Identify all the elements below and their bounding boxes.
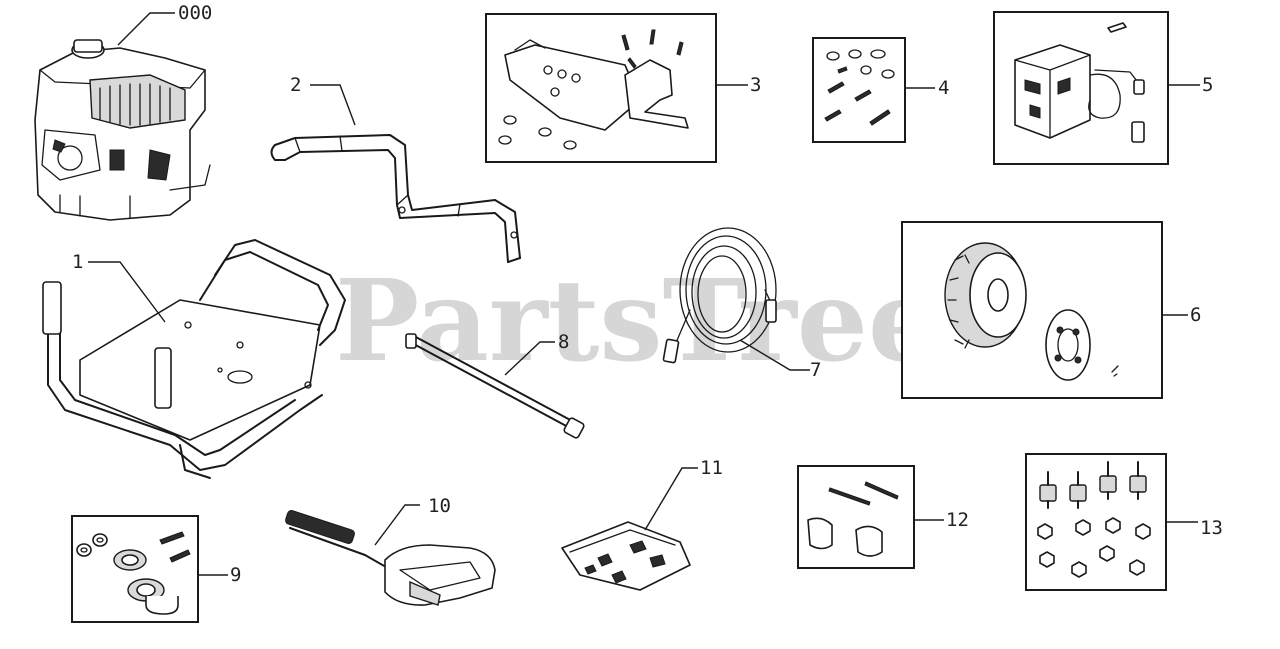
watermark-text: PartsTree xyxy=(335,256,939,387)
callout-spray-gun[interactable]: 10 xyxy=(428,495,451,517)
callout-pump[interactable]: 5 xyxy=(1202,74,1213,96)
part-bracket-kit[interactable] xyxy=(485,13,748,163)
part-frame[interactable] xyxy=(42,239,346,479)
callout-handle[interactable]: 2 xyxy=(290,74,301,96)
part-hardware-kit[interactable] xyxy=(812,37,935,143)
part-mount-kit[interactable] xyxy=(1025,453,1198,591)
part-engine[interactable] xyxy=(34,12,211,221)
mount-row xyxy=(1039,461,1147,509)
part-bearing-kit[interactable] xyxy=(71,515,228,623)
callout-mount-kit[interactable]: 13 xyxy=(1200,517,1223,539)
callout-bolt-kit[interactable]: 12 xyxy=(946,509,969,531)
callout-engine[interactable]: 000 xyxy=(178,2,212,24)
part-wand[interactable] xyxy=(405,333,585,439)
part-handle[interactable] xyxy=(270,84,521,263)
part-wheel-kit[interactable] xyxy=(901,221,1188,399)
callout-nozzle-kit[interactable]: 11 xyxy=(700,457,723,479)
callout-bracket-kit[interactable]: 3 xyxy=(750,74,761,96)
part-bolt-kit[interactable] xyxy=(797,465,944,569)
part-nozzle-kit[interactable] xyxy=(561,467,698,591)
callout-hardware-kit[interactable]: 4 xyxy=(938,77,949,99)
nut-grid xyxy=(1037,517,1151,578)
callout-frame[interactable]: 1 xyxy=(72,251,83,273)
callout-wheel-kit[interactable]: 6 xyxy=(1190,304,1201,326)
part-pump[interactable] xyxy=(993,11,1200,165)
watermark: PartsTree TM xyxy=(335,256,941,387)
callout-bearing-kit[interactable]: 9 xyxy=(230,564,241,586)
part-hose[interactable] xyxy=(662,227,810,371)
callout-wand[interactable]: 8 xyxy=(558,331,569,353)
part-spray-gun[interactable] xyxy=(285,504,496,606)
callout-hose[interactable]: 7 xyxy=(810,359,821,381)
